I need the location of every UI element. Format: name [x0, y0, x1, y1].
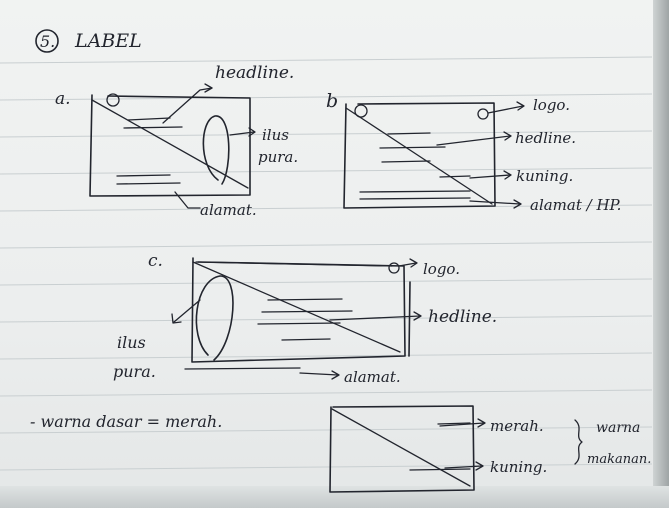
sketch-b-text-line: [382, 161, 430, 162]
sketch-c-annotation-logo: logo.: [423, 260, 460, 278]
sketch-a-arrow-alamat: [175, 192, 200, 208]
sketch-c-illustration: [196, 276, 233, 360]
sketch-c-annotation-alamat: alamat.: [344, 368, 401, 386]
sketch-a-annotation-alamat: alamat.: [200, 201, 257, 219]
sketch-b-annotation-hedline: hedline.: [515, 129, 576, 147]
note-sketch-frame: [330, 406, 474, 492]
sketch-c-arrow-alamat: [300, 373, 338, 375]
sketch-a-text-line: [117, 183, 180, 184]
sketch-c-annotation-hedline: hedline.: [428, 307, 497, 327]
sketch-a-annotation-pura: pura.: [258, 148, 298, 166]
sketch-b-annotation-kuning: kuning.: [516, 167, 573, 185]
sketch-c-frame-double: [409, 282, 410, 356]
arrow-head: [172, 314, 181, 323]
sketch-c-logo-mark: [389, 263, 399, 273]
note-text: - warna dasar = merah.: [30, 412, 222, 431]
sketch-c-label: c.: [148, 251, 163, 271]
sketch-b-annotation-alamat-hp: alamat / HP.: [530, 196, 621, 214]
sketch-a-label: a.: [55, 89, 71, 109]
sketch-b-label: b: [326, 90, 338, 112]
sketch-c-text-line: [282, 339, 330, 340]
sketch-b-text-line: [380, 147, 445, 148]
sketch-b-arrow-kuning: [470, 175, 510, 178]
sketch-b-logo-mark: [478, 109, 488, 119]
sketch-a-frame: [90, 95, 250, 196]
sketch-b-logo-circle: [355, 105, 367, 117]
sketch-c-text-line: [258, 323, 340, 324]
sketch-c-top-line: [196, 262, 392, 266]
sketch-a-annotation-headline: headline.: [215, 63, 294, 83]
sketch-c-text-line: [262, 311, 352, 312]
note-annotation-merah: merah.: [490, 417, 544, 435]
color-note: - warna dasar = merah. merah. kuning. wa…: [30, 406, 651, 492]
note-brace: [575, 420, 582, 464]
note-annotation-warna: warna: [596, 420, 640, 436]
ruled-lines: [0, 57, 652, 470]
sketch-b-annotation-logo: logo.: [533, 96, 570, 114]
note-sketch-text-line: [410, 469, 470, 470]
sketch-b: b logo. hedline. kuning. alamat / HP.: [326, 90, 621, 214]
sketch-a-text-line: [124, 127, 182, 128]
sketch-b-arrow-hedline: [437, 136, 510, 145]
sketch-c-annotation-ilus: ilus: [117, 333, 146, 352]
section-title: 5. LABEL: [36, 30, 142, 52]
sketch-a: a. headline. ilus pura. alamat.: [55, 63, 298, 219]
title-number: 5.: [40, 32, 55, 51]
sketch-a-text-line: [117, 175, 170, 176]
sketch-c-diagonal: [193, 262, 400, 352]
title-text: LABEL: [74, 30, 142, 52]
note-annotation-makanan: makanan.: [587, 452, 651, 467]
sketch-b-text-line: [440, 176, 470, 177]
sketch-a-text-line: [128, 118, 170, 120]
sketch-c-annotation-pura: pura.: [113, 362, 156, 381]
sketch-a-illustration: [203, 116, 228, 184]
note-annotation-kuning: kuning.: [490, 458, 547, 476]
sketch-c-baseline: [185, 368, 300, 369]
sketch-a-annotation-ilus: ilus: [262, 126, 289, 144]
sketch-c: c. logo. hedline. ilus pura. alamat.: [113, 251, 497, 386]
note-sketch-diagonal: [332, 409, 470, 486]
sketch-b-text-line: [360, 198, 470, 199]
sketch-b-text-line: [360, 191, 470, 192]
sketch-b-diagonal: [346, 108, 492, 204]
